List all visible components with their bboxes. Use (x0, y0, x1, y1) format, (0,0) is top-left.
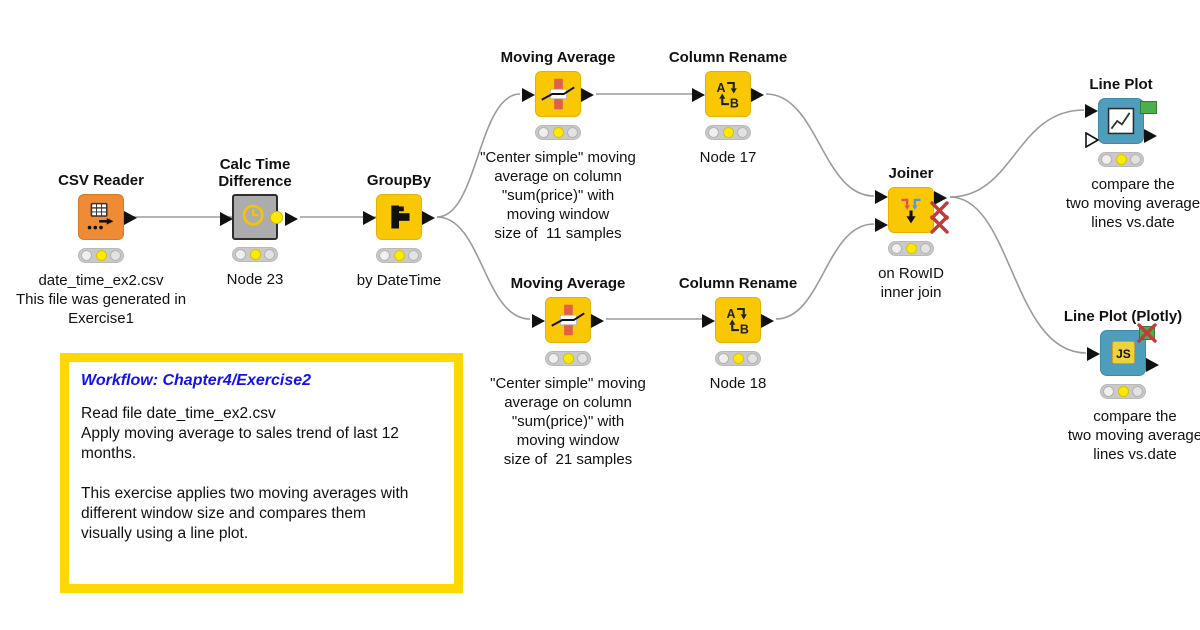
connection[interactable] (436, 93, 521, 218)
column-smoothing-icon (551, 304, 585, 336)
node-line-plot-plotly[interactable]: JS Line Plot (Plotly) compare the two mo… (1064, 308, 1200, 463)
traffic-light-indicator (232, 247, 278, 262)
svg-text:B: B (740, 322, 749, 336)
group-rows-icon (391, 205, 410, 229)
connection[interactable] (765, 93, 875, 197)
node-joiner[interactable]: Joiner on RowID inner join (875, 165, 949, 301)
optional-input-port[interactable] (1085, 132, 1099, 148)
traffic-light-indicator (1098, 152, 1144, 167)
node-title: Column Rename (668, 49, 788, 66)
node-title: Moving Average (500, 49, 616, 66)
annotation-title: Workflow: Chapter4/Exercise2 (81, 372, 312, 389)
node-title: Moving Average (510, 275, 626, 292)
traffic-light-indicator (705, 125, 751, 140)
view-port-green[interactable] (1140, 101, 1157, 114)
output-port[interactable] (581, 88, 594, 102)
output-port[interactable] (285, 212, 298, 226)
output-port[interactable] (761, 314, 774, 328)
traffic-light-indicator (715, 351, 761, 366)
node-column-rename-2[interactable]: A B Column Rename Node 18 (679, 275, 797, 392)
input-port-bottom[interactable] (875, 218, 888, 232)
node-title: Column Rename (678, 275, 798, 292)
output-port[interactable] (1146, 358, 1159, 372)
output-port[interactable] (751, 88, 764, 102)
output-port[interactable] (422, 211, 435, 225)
node-comment[interactable]: on RowID inner join (878, 265, 944, 301)
connection[interactable] (949, 109, 1085, 198)
traffic-light-indicator (888, 241, 934, 256)
node-comment[interactable]: compare the two moving average lines vs.… (1067, 408, 1200, 463)
output-port[interactable] (124, 211, 137, 225)
input-port[interactable] (702, 314, 715, 328)
traffic-light-indicator (545, 351, 591, 366)
node-title: Line Plot (1089, 76, 1153, 93)
annotation-body: Read file date_time_ex2.csv Apply moving… (81, 405, 409, 542)
node-comment[interactable]: Node 23 (226, 271, 284, 288)
input-port[interactable] (1085, 104, 1098, 118)
output-port[interactable] (1144, 129, 1157, 143)
red-cross-icon (930, 201, 949, 220)
node-comment[interactable]: compare the two moving average lines vs.… (1065, 176, 1200, 231)
node-comment[interactable]: "Center simple" moving average on column… (490, 375, 646, 468)
column-smoothing-icon (541, 78, 575, 110)
node-title: Calc Time Difference (218, 156, 292, 190)
node-line-plot[interactable]: Line Plot compare the two moving average… (1066, 76, 1200, 231)
workflow-annotation[interactable]: Workflow: Chapter4/Exercise2 Read file d… (60, 353, 463, 593)
node-moving-average-1[interactable]: Moving Average "Center simple" moving av… (480, 49, 636, 242)
traffic-light-indicator (376, 248, 422, 263)
red-cross-icon (1137, 323, 1157, 343)
input-port[interactable] (522, 88, 535, 102)
output-port[interactable] (591, 314, 604, 328)
connection[interactable] (949, 196, 1087, 354)
svg-text:JS: JS (1116, 347, 1131, 361)
clock-icon (242, 204, 264, 226)
output-port[interactable] (934, 191, 947, 205)
input-port[interactable] (363, 211, 376, 225)
input-port[interactable] (220, 212, 233, 226)
javascript-icon: JS (1112, 341, 1135, 364)
node-comment[interactable]: by DateTime (356, 272, 442, 289)
node-calc-time-difference[interactable]: Calc Time Difference Node 23 (218, 156, 298, 288)
rename-a-to-b-icon: A B (727, 307, 749, 336)
connection[interactable] (775, 223, 875, 320)
merge-arrows-icon (901, 198, 921, 224)
node-title: GroupBy (366, 172, 432, 189)
node-column-rename-1[interactable]: A B Column Rename Node 17 (669, 49, 787, 166)
svg-text:A: A (727, 307, 736, 321)
input-port-top[interactable] (875, 190, 888, 204)
node-moving-average-2[interactable]: Moving Average "Center simple" moving av… (490, 275, 646, 468)
node-comment[interactable]: Node 18 (709, 375, 767, 392)
svg-text:A: A (717, 81, 726, 95)
node-csv-reader[interactable]: CSV Reader date_time_ex2.csv This file w… (16, 172, 186, 327)
node-comment[interactable]: "Center simple" moving average on column… (480, 149, 636, 242)
traffic-light-indicator (1100, 384, 1146, 399)
flow-output-dot (270, 211, 283, 224)
input-port[interactable] (692, 88, 705, 102)
input-port[interactable] (532, 314, 545, 328)
node-title: Joiner (888, 165, 934, 182)
red-cross-icon (930, 215, 949, 234)
traffic-light-indicator (535, 125, 581, 140)
traffic-light-indicator (78, 248, 124, 263)
input-port[interactable] (1087, 347, 1100, 361)
node-title: Line Plot (Plotly) (1063, 308, 1183, 325)
node-comment[interactable]: Node 17 (699, 149, 757, 166)
node-groupby[interactable]: GroupBy by DateTime (357, 172, 441, 289)
connection[interactable] (436, 216, 531, 320)
node-comment[interactable]: date_time_ex2.csv This file was generate… (15, 272, 187, 327)
line-chart-icon (1107, 107, 1135, 135)
rename-a-to-b-icon: A B (717, 81, 739, 110)
svg-text:B: B (730, 96, 739, 110)
table-export-icon (87, 202, 114, 230)
node-title: CSV Reader (58, 172, 144, 189)
